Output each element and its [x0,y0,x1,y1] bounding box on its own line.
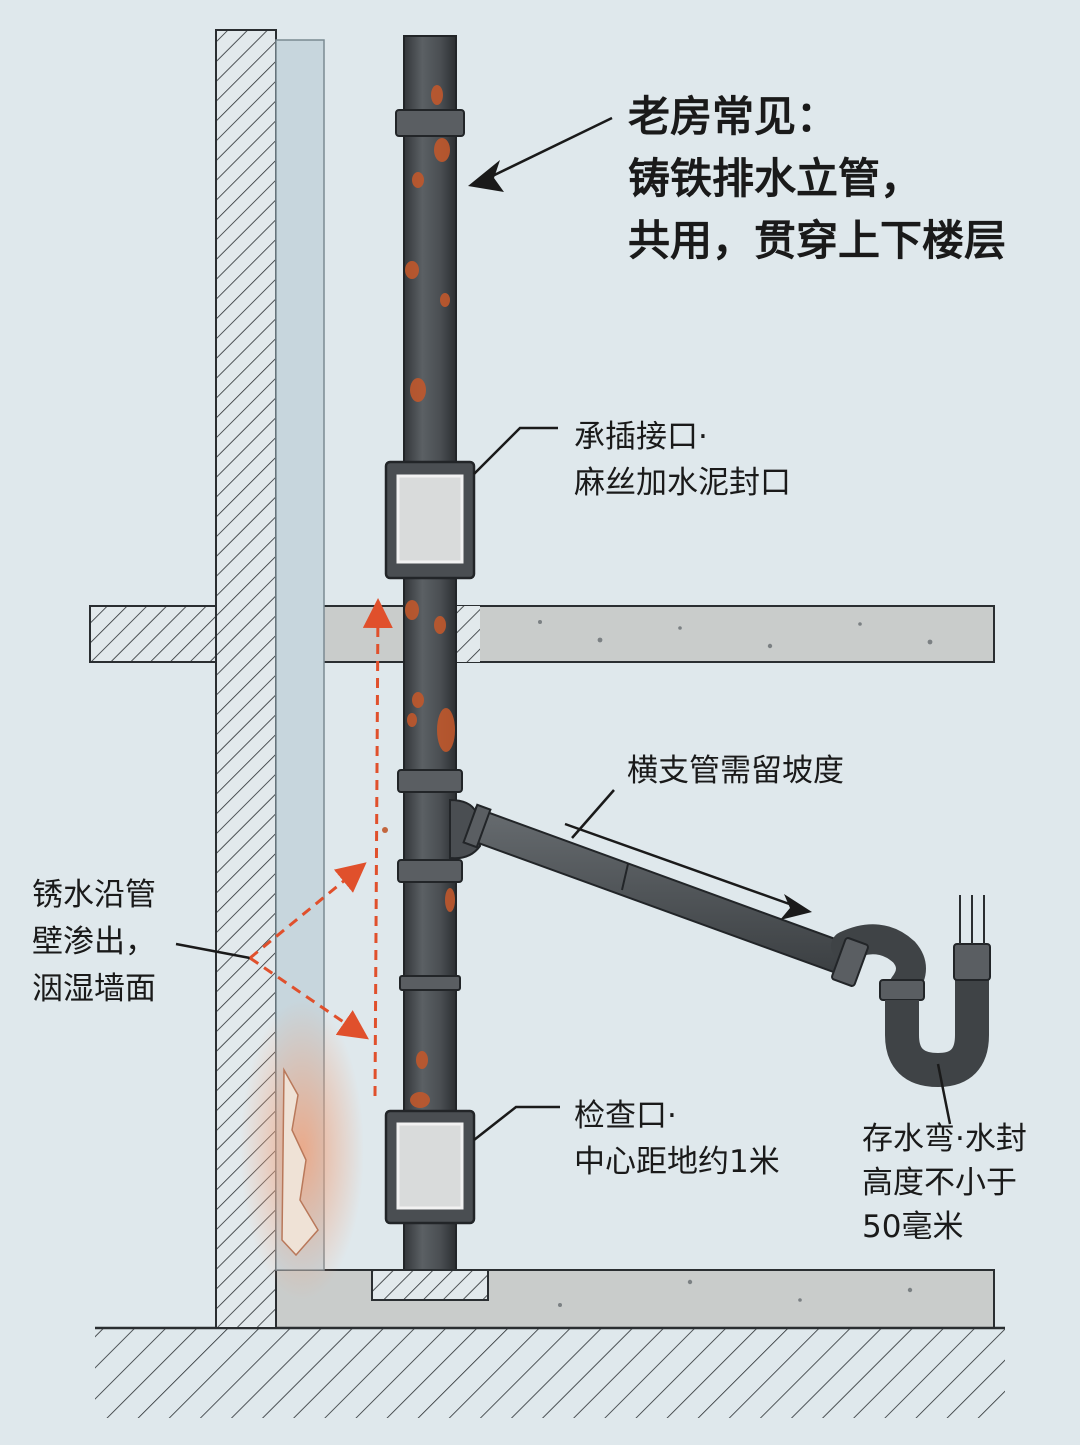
inspection-port-line-2: 中心距地约1米 [574,1144,780,1180]
socket-joint-line-1: 承插接口· [574,419,708,455]
rust-leak-callout: 锈水沿管 壁渗出， 洇湿墙面 [32,872,156,1013]
branch-collar [462,803,492,849]
flow-direction-arrow-icon [780,894,812,920]
pipe-collar-tee-bottom [397,859,463,883]
floor-slab-left [89,605,217,663]
pointer-arrow-icon [468,160,504,192]
branch-joint-line [621,863,629,891]
title-line-3: 共用，贯穿上下楼层 [628,216,1007,265]
leader-lines [175,116,952,1141]
stack-pipe [403,35,457,1271]
p-trap-line-2: 高度不小于 [862,1165,1017,1201]
rust-leak-line-2: 壁渗出， [32,924,156,960]
pipe-sleeve-hatch [456,606,480,662]
p-trap-line-1: 存水弯·水封 [862,1121,1027,1157]
rust-leak-line-3: 洇湿墙面 [32,971,156,1007]
pipe-floor-base [371,1269,489,1301]
pipe-collar-top [395,109,465,137]
branch-slope-callout: 横支管需留坡度 [627,753,844,789]
p-trap-line-3: 50毫米 [862,1209,964,1245]
socket-joint-callout: 承插接口· 麻丝加水泥封口 [574,414,791,506]
inspection-port-line-1: 检查口· [574,1098,677,1134]
leak-path-arrow-icon [249,598,393,1097]
title-callout: 老房常见： 铸铁排水立管， 共用，贯穿上下楼层 [628,86,1006,272]
inspection-port-callout: 检查口· 中心距地约1米 [574,1093,780,1185]
branch-leader [571,789,615,839]
floor-slab [275,605,995,663]
p-trap [831,895,991,1088]
title-line-1: 老房常见： [628,92,839,141]
ground-hatch [95,1328,1005,1418]
p-trap-callout: 存水弯·水封 高度不小于 50毫米 [862,1117,1027,1249]
socket-joint [384,460,476,580]
inspection-port [384,1109,476,1225]
title-line-2: 铸铁排水立管， [628,154,923,203]
pipe-collar-tee-top [397,769,463,793]
rust-leak-line-1: 锈水沿管 [32,877,156,913]
flow-direction-line [564,822,796,908]
peeling-plaster [281,1067,319,1257]
pipe-collar-lower [399,975,461,991]
socket-joint-line-2: 麻丝加水泥封口 [574,465,791,501]
branch-pipe [468,806,862,980]
